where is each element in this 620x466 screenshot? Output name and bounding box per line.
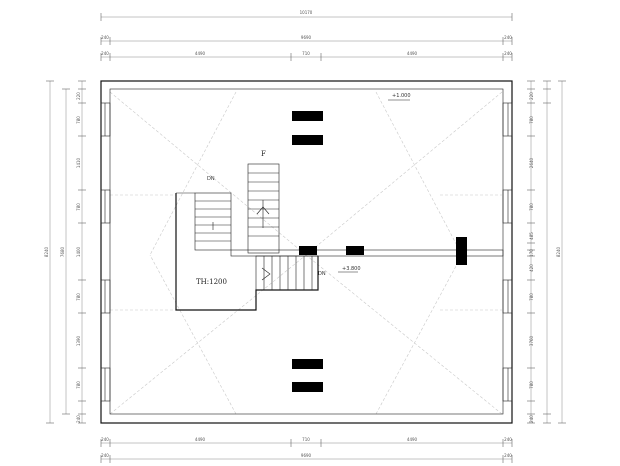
dim-bottom-seg-5: 240	[504, 437, 512, 442]
dim-bottom-edge-right: 240	[504, 453, 512, 458]
dimensions-bottom: 240 4490 710 4490 240 240 9690 240	[100, 437, 513, 463]
dim-left-seg-5: 1400	[76, 246, 81, 257]
dim-top-edge-left: 240	[101, 35, 109, 40]
dim-right-seg-3: 2640	[529, 157, 534, 168]
dim-bottom-seg-2: 4490	[195, 437, 206, 442]
dim-left-seg-9: 240	[76, 415, 81, 423]
stair-up-label: F	[261, 150, 266, 158]
dim-right-seg-1: 220	[529, 92, 534, 100]
dim-left-seg-3: 1410	[76, 157, 81, 168]
roof-hip-lines	[109, 91, 503, 415]
dim-right-seg-6: 170	[529, 249, 534, 257]
plan-labels: F DN DN TH:1200 +1.000 +3.800	[196, 93, 411, 286]
dim-top-overall: 10170	[300, 10, 313, 15]
dim-bottom-seg-3: 710	[302, 437, 310, 442]
solid-blocks	[292, 111, 467, 392]
dim-top-seg-1: 240	[101, 51, 109, 56]
dim-left-seg-2: 780	[76, 116, 81, 124]
dim-bottom-seg-1: 240	[101, 437, 109, 442]
dim-right-seg-7: 420	[529, 264, 534, 272]
dim-right-seg-9: 3760	[529, 335, 534, 346]
elevation-top: +1.000	[392, 93, 411, 99]
stair-dn2-label: DN	[318, 271, 326, 277]
dim-right-seg-2: 780	[529, 116, 534, 124]
dim-top-seg-4: 4490	[407, 51, 418, 56]
dim-bottom-seg-4: 4490	[407, 437, 418, 442]
dim-right-overall: 8240	[556, 246, 561, 257]
dim-left-overall: 8240	[44, 246, 49, 257]
dim-left-seg-1: 220	[76, 92, 81, 100]
dimensions-left: 8240 7680 220 780 1410 780 1400 780 1390…	[44, 80, 86, 424]
window-openings	[100, 102, 513, 402]
dim-right-seg-4: 780	[529, 203, 534, 211]
dim-right-seg-5: 485	[529, 232, 534, 240]
dim-top-seg-2: 4490	[195, 51, 206, 56]
dim-left-seg-7: 1390	[76, 335, 81, 346]
dim-left-seg-4: 780	[76, 203, 81, 211]
stair-dn-label: DN	[207, 176, 215, 182]
beam	[230, 249, 504, 257]
dim-top-edge-right: 240	[504, 35, 512, 40]
dim-top-inner: 9690	[301, 35, 312, 40]
dim-right-seg-10: 780	[529, 381, 534, 389]
elevation-mid: +3.800	[342, 266, 361, 272]
dim-right-seg-11: 240	[529, 415, 534, 423]
dim-right-seg-8: 780	[529, 293, 534, 301]
dim-top-seg-3: 710	[302, 51, 310, 56]
dim-bottom-inner: 9690	[301, 453, 312, 458]
dim-top-seg-5: 240	[504, 51, 512, 56]
stairwell-label: TH:1200	[196, 278, 227, 286]
stairwell	[175, 163, 319, 311]
dim-left-seg-6: 780	[76, 293, 81, 301]
dimensions-right: 220 780 2640 780 485 170 420 780 3760 78…	[527, 80, 566, 424]
dim-left-seg-8: 780	[76, 381, 81, 389]
dim-bottom-edge-left: 240	[101, 453, 109, 458]
dim-left-inner: 7680	[60, 246, 65, 257]
dimensions-top: 10170 240 9690 240 240 4490 710 4490 240	[100, 10, 513, 61]
